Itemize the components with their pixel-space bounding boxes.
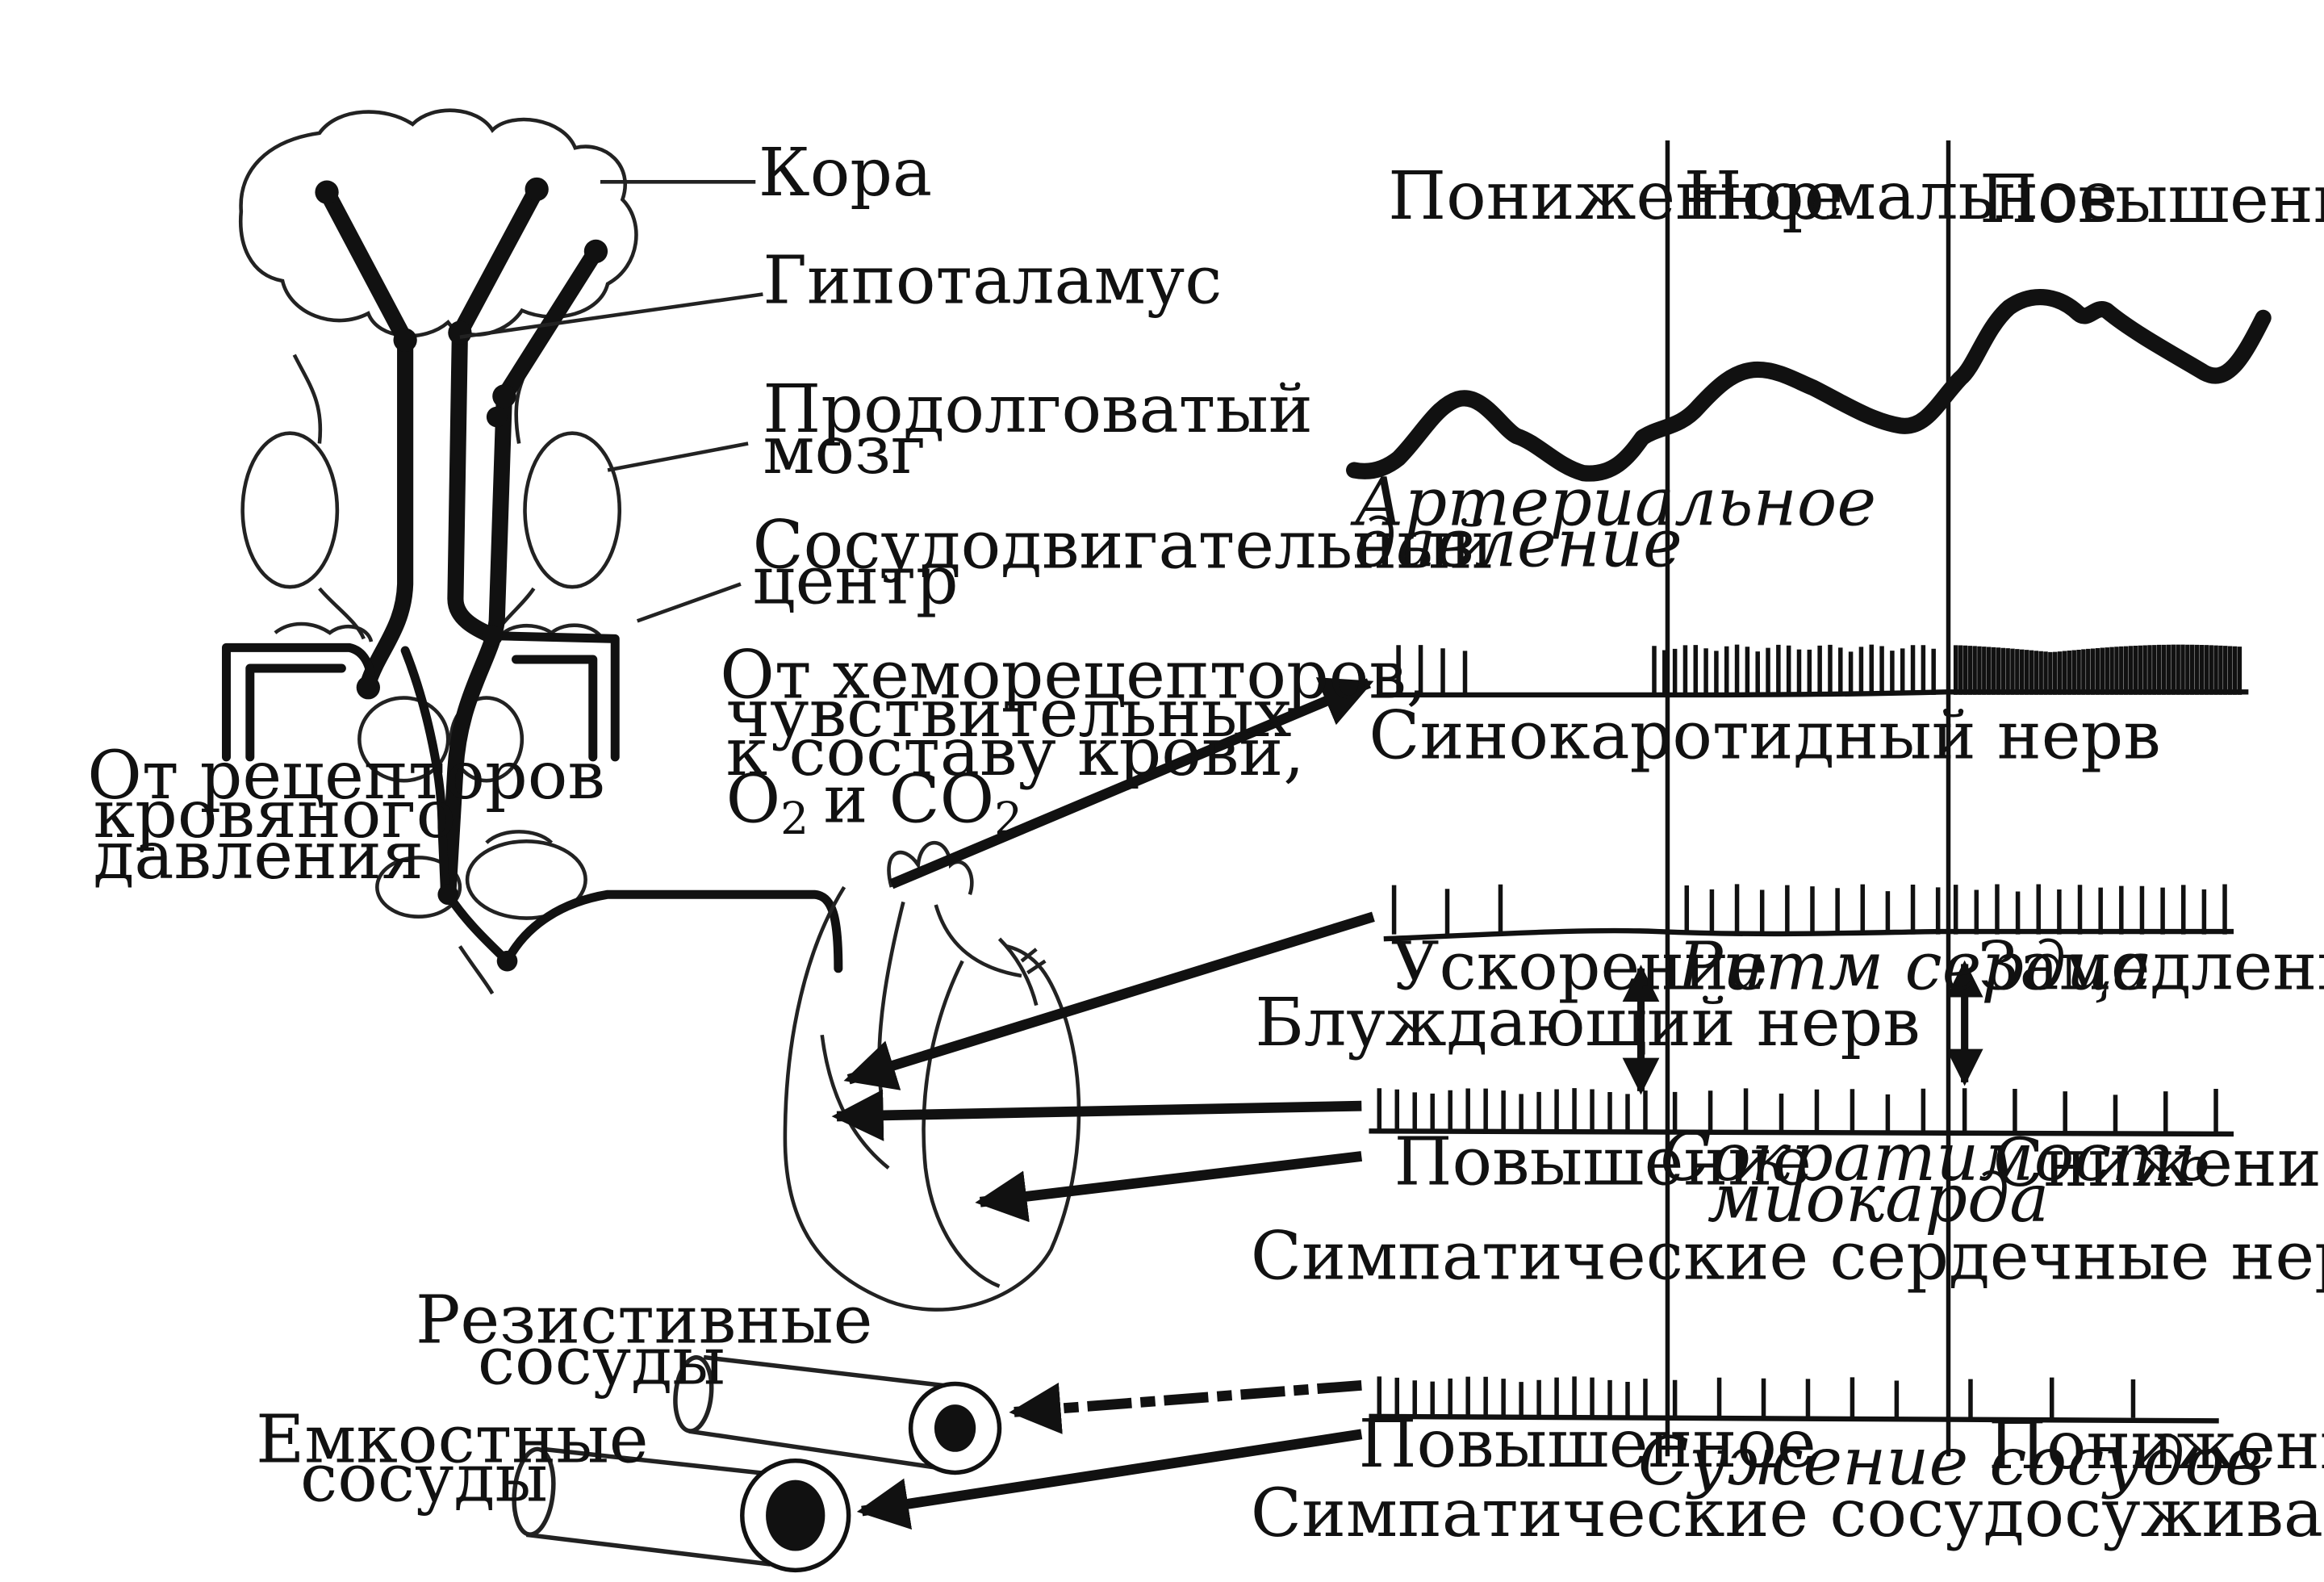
label-contract-mid-2: миокарда: [1707, 1160, 2049, 1237]
label-chemo-3: к составу крови,: [726, 714, 1305, 791]
vasoconstrictor-arrow-1: [1009, 1379, 1362, 1434]
neuron-bodies: [315, 177, 608, 972]
vagus-spikes: [1391, 884, 2227, 935]
capacitive-vessel: [512, 1446, 851, 1573]
label-capacitive-2: сосуды: [300, 1439, 548, 1517]
label-medulla-2: мозг: [763, 412, 926, 489]
chemo-arrow: [889, 677, 1374, 889]
label-sympathetic-cardiac: Симпатические сердечные нервы: [1251, 1217, 2324, 1295]
label-contract-right: Снижение: [1992, 1124, 2324, 1202]
label-pressure-2: давление: [1354, 505, 1682, 583]
label-cortex: Кора: [759, 134, 932, 211]
label-rate-left: Ускорение: [1391, 927, 1768, 1005]
signal-arrows: [831, 677, 1983, 1530]
label-pressure-1: Артериальное: [1350, 463, 1876, 541]
label-vessel-left: Повышенное: [1359, 1405, 1816, 1483]
vagus-baseline: [1383, 927, 2234, 942]
label-vasomotor-2: центр: [753, 542, 959, 619]
label-resistive-1: Резистивные: [416, 1281, 872, 1358]
sympathetic-arrow-1: [831, 1089, 1362, 1141]
label-vessel-right: Пониженное: [1988, 1407, 2324, 1484]
heart-outline: [783, 841, 1081, 1312]
arterial-pressure-curve: [1346, 289, 2272, 482]
vaso-baseline: [1369, 1413, 2219, 1424]
label-baro-2: кровяного: [94, 776, 457, 853]
label-medulla-1: Продолговатый: [763, 370, 1312, 448]
label-chemo-1: От хеморецепторов,: [720, 637, 1427, 714]
brainstem-outline: [240, 354, 622, 995]
cardiac-baseline: [1369, 1128, 2234, 1137]
label-capacitive-1: Емкостные: [256, 1401, 648, 1479]
label-sinocarotid: Синокаротидный нерв: [1369, 697, 2160, 775]
label-hypothalamus: Гипоталамус: [763, 242, 1222, 320]
label-resistive-2: сосуды: [478, 1323, 725, 1400]
vagus-arrow: [843, 911, 1375, 1090]
label-contract-left: Повышение: [1394, 1123, 1812, 1200]
column-dividers: [1665, 140, 1951, 1457]
label-vasomotor-1: Сосудодвигательный: [753, 506, 1494, 584]
label-baro-1: От рецепторов: [87, 737, 605, 814]
sinocarotid-spikes: [1396, 644, 2242, 695]
sympathetic-arrow-2: [975, 1151, 1363, 1223]
column-high: Повышенное: [1979, 161, 2324, 238]
label-chemo-2: чувствительных: [726, 675, 1292, 752]
column-normal: Нормальное: [1684, 157, 2118, 235]
label-vagus: Блуждающий нерв: [1255, 984, 1920, 1061]
cardiac-spikes: [1377, 1088, 2218, 1133]
vaso-spikes: [1377, 1376, 2136, 1418]
brain-outline: [238, 108, 638, 338]
label-sympathetic-vaso: Симпатические сосудосуживающие нервы: [1251, 1475, 2324, 1552]
label-pointers: [459, 180, 763, 623]
label-baro-3: давления: [94, 817, 424, 894]
label-rate-mid: Ритм сердца: [1676, 927, 2152, 1005]
label-vessel-mid: Сужение сосудов: [1638, 1423, 2263, 1500]
label-rate-right: Замедление: [1978, 927, 2324, 1005]
resistive-vessel: [673, 1354, 1002, 1475]
label-contract-mid-1: Сократимость: [1660, 1119, 2210, 1196]
column-low: Пониженное: [1388, 157, 1843, 235]
vasoconstrictor-arrow-2: [856, 1429, 1363, 1530]
